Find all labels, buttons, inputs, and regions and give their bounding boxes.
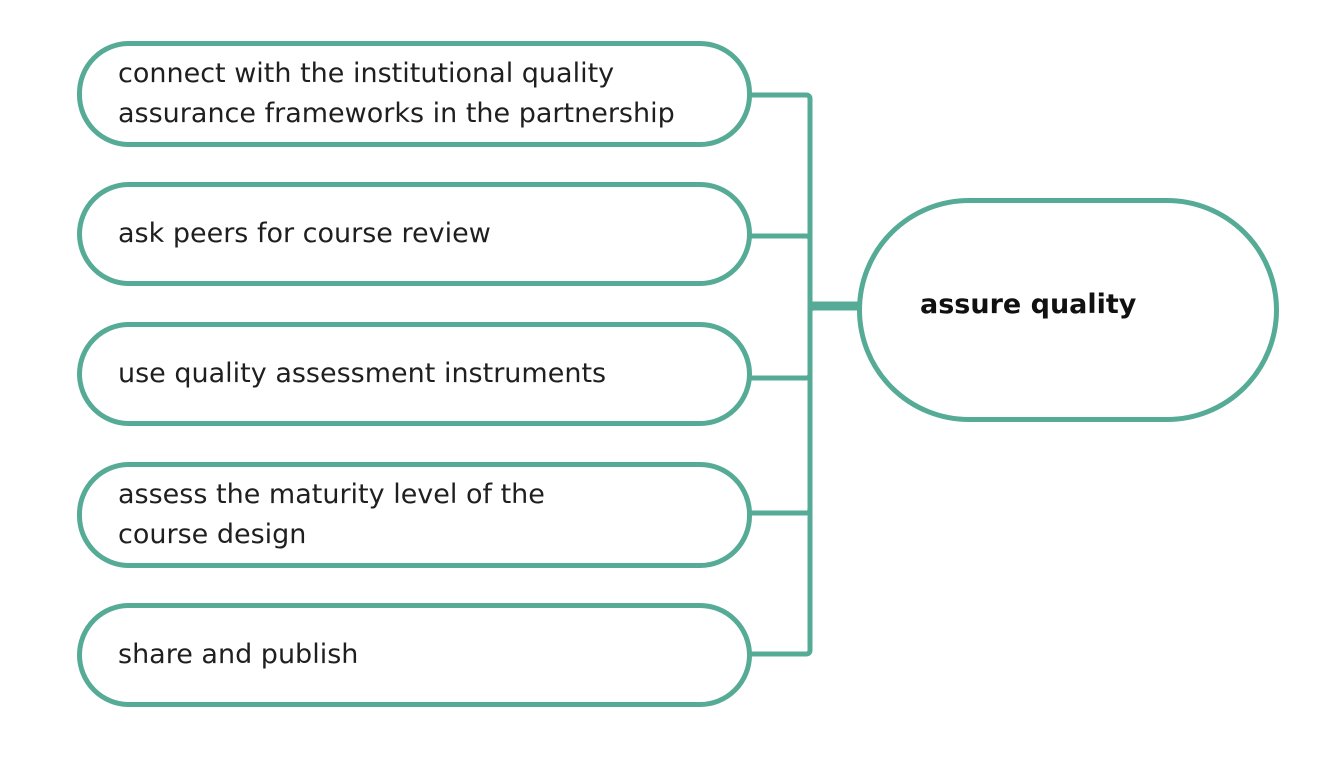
item-node-label: assess the maturity level of the course … — [118, 479, 545, 550]
item-node-2: ask peers for course review — [77, 182, 752, 286]
item-node-label: ask peers for course review — [118, 218, 491, 249]
connector-item-5 — [747, 375, 813, 657]
central-node-label: assure quality — [920, 288, 1137, 320]
item-node-label: use quality assessment instruments — [118, 358, 607, 389]
item-node-4: assess the maturity level of the course … — [77, 462, 752, 568]
item-node-label: connect with the institutional quality a… — [118, 58, 675, 129]
item-node-5: share and publish — [77, 603, 752, 707]
central-node: assure quality — [857, 198, 1279, 422]
item-node-1: connect with the institutional quality a… — [77, 41, 752, 147]
connector-item-3 — [747, 301, 813, 381]
item-node-3: use quality assessment instruments — [77, 322, 752, 426]
connector-item-1 — [747, 92, 861, 307]
connector-item-2 — [747, 233, 813, 307]
item-node-label: share and publish — [118, 639, 359, 670]
connector-item-4 — [747, 305, 861, 516]
